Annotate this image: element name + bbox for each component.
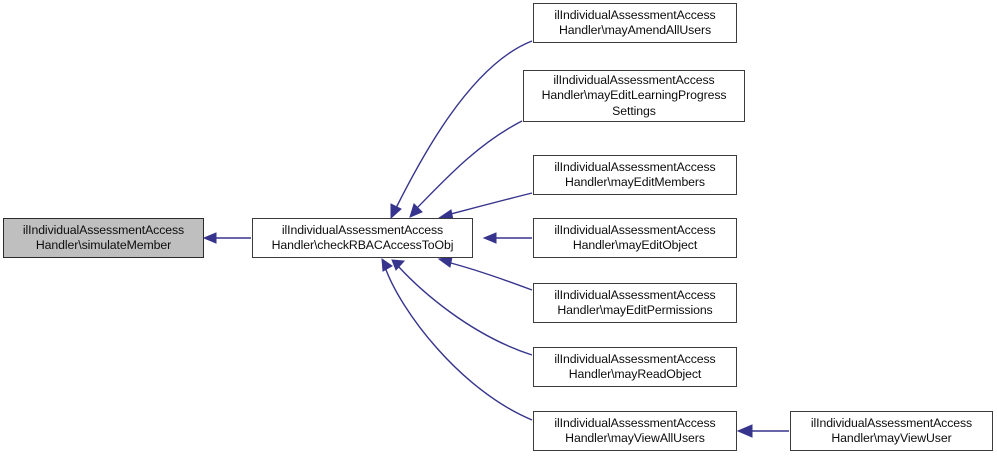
edge-line: [414, 120, 523, 211]
edge-mayEditMembers-to-checkRBACAccessToObj: [437, 192, 533, 221]
arrowhead-icon: [202, 232, 217, 244]
edge-line: [384, 266, 533, 421]
edge-mayAmendAllUsers-to-checkRBACAccessToObj: [390, 40, 533, 220]
node-mayEditPermissions[interactable]: ilIndividualAssessmentAccess Handler\may…: [533, 283, 737, 323]
node-label-mayEditMembers: ilIndividualAssessmentAccess Handler\may…: [554, 159, 716, 190]
node-simulateMember[interactable]: ilIndividualAssessmentAccess Handler\sim…: [3, 218, 204, 258]
node-label-mayEditLearningProgressSettings: ilIndividualAssessmentAccess Handler\may…: [541, 72, 727, 118]
node-label-mayAmendAllUsers: ilIndividualAssessmentAccess Handler\may…: [554, 7, 716, 38]
node-label-mayViewAllUsers: ilIndividualAssessmentAccess Handler\may…: [554, 415, 716, 446]
edge-checkRBACAccessToObj-to-simulateMember: [202, 232, 251, 244]
node-mayReadObject[interactable]: ilIndividualAssessmentAccess Handler\may…: [533, 347, 737, 387]
arrowhead-icon: [736, 424, 753, 438]
node-checkRBACAccessToObj[interactable]: ilIndividualAssessmentAccess Handler\che…: [252, 218, 473, 258]
node-mayViewUser[interactable]: ilIndividualAssessmentAccess Handler\may…: [790, 411, 993, 451]
node-mayAmendAllUsers[interactable]: ilIndividualAssessmentAccess Handler\may…: [533, 3, 737, 43]
node-mayEditLearningProgressSettings[interactable]: ilIndividualAssessmentAccess Handler\may…: [523, 70, 745, 122]
edge-mayEditObject-to-checkRBACAccessToObj: [482, 232, 532, 244]
arrowhead-icon: [482, 232, 497, 244]
arrowhead-icon: [391, 259, 406, 271]
arrowhead-icon: [390, 203, 402, 220]
node-label-mayViewUser: ilIndividualAssessmentAccess Handler\may…: [810, 415, 973, 446]
node-label-mayEditPermissions: ilIndividualAssessmentAccess Handler\may…: [554, 287, 716, 318]
edge-mayReadObject-to-checkRBACAccessToObj: [391, 259, 533, 356]
edge-mayEditLearningProgressSettings-to-checkRBACAccessToObj: [409, 120, 523, 218]
node-mayEditObject[interactable]: ilIndividualAssessmentAccess Handler\may…: [533, 218, 737, 258]
node-label-checkRBACAccessToObj: ilIndividualAssessmentAccess Handler\che…: [271, 222, 454, 253]
edge-mayEditPermissions-to-checkRBACAccessToObj: [437, 256, 533, 291]
edge-mayViewUser-to-mayViewAllUsers: [736, 424, 789, 438]
edge-line: [397, 265, 533, 356]
node-label-mayReadObject: ilIndividualAssessmentAccess Handler\may…: [554, 351, 716, 382]
edge-line: [446, 261, 533, 291]
node-mayEditMembers[interactable]: ilIndividualAssessmentAccess Handler\may…: [533, 155, 737, 195]
edge-line: [446, 192, 533, 216]
edge-line: [394, 40, 533, 211]
node-label-mayEditObject: ilIndividualAssessmentAccess Handler\may…: [554, 222, 716, 253]
arrowhead-icon: [409, 203, 423, 218]
node-label-simulateMember: ilIndividualAssessmentAccess Handler\sim…: [22, 222, 185, 253]
edge-mayViewAllUsers-to-checkRBACAccessToObj: [381, 257, 533, 421]
arrowhead-icon: [437, 256, 453, 268]
node-mayViewAllUsers[interactable]: ilIndividualAssessmentAccess Handler\may…: [533, 411, 737, 451]
arrowhead-icon: [381, 257, 393, 272]
